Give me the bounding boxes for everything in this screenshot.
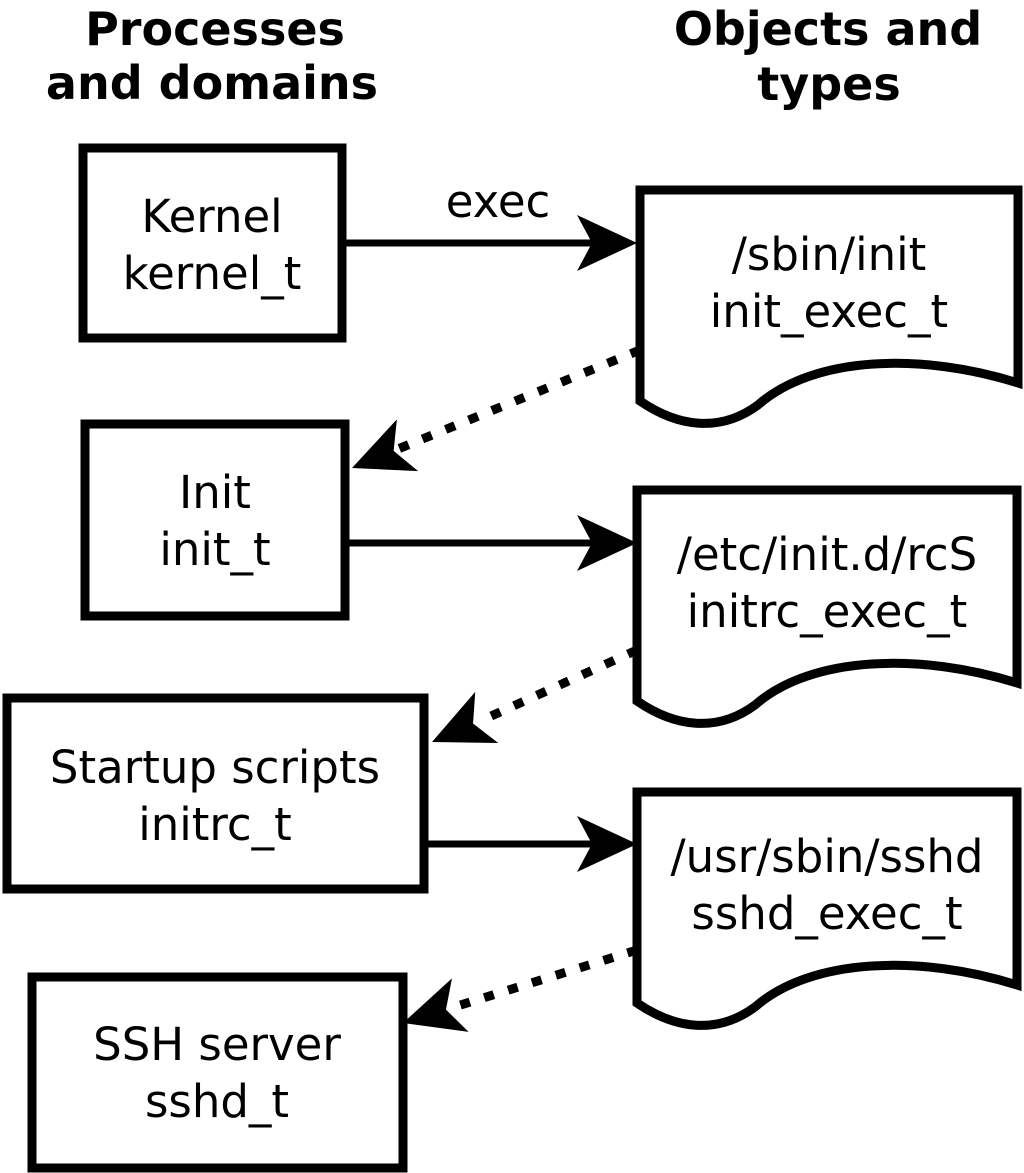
object-path: /sbin/init [732, 228, 927, 281]
arrowhead-icon [432, 691, 499, 743]
exec-arrow-label: exec [446, 175, 551, 228]
dotted-line [476, 645, 639, 727]
transition-arrow-rcS-to-initrc [432, 645, 639, 743]
process-node-init: Init init_t [80, 419, 350, 621]
process-domain-type: sshd_t [145, 1075, 289, 1128]
column-header-processes: Processes and domains [46, 2, 378, 110]
process-node-startup-scripts: Startup scripts initrc_t [2, 693, 429, 894]
process-name: Startup scripts [50, 741, 380, 794]
document-shape [635, 185, 1023, 428]
transition-arrow-sshd-exec-to-sshd [403, 945, 639, 1032]
process-node-ssh-server: SSH server sshd_t [27, 972, 408, 1173]
object-type: sshd_exec_t [691, 887, 962, 940]
process-box [78, 143, 347, 343]
column-header-objects-line1: Objects and [674, 2, 982, 56]
arrowhead-icon [352, 419, 419, 472]
arrowhead-icon [403, 978, 469, 1032]
process-box [27, 972, 408, 1173]
object-node-sbin-init: /sbin/init init_exec_t [635, 185, 1023, 428]
process-domain-type: init_t [159, 523, 270, 576]
document-shape [632, 787, 1022, 1030]
object-type: init_exec_t [710, 285, 948, 338]
process-domain-type: initrc_t [138, 798, 292, 851]
object-node-etc-initd-rcS: /etc/init.d/rcS initrc_exec_t [632, 485, 1022, 728]
exec-arrow-kernel-to-sbin-init: exec [342, 175, 637, 271]
arrowhead-icon [577, 816, 637, 872]
object-type: initrc_exec_t [687, 585, 968, 638]
process-name: Kernel [141, 190, 282, 243]
process-node-kernel: Kernel kernel_t [78, 143, 347, 343]
column-header-objects-line2: types [757, 57, 900, 111]
process-domain-type: kernel_t [123, 247, 302, 300]
column-header-objects: Objects and types [674, 2, 982, 111]
transition-arrow-sbin-init-to-init [352, 345, 642, 472]
process-box [80, 419, 350, 621]
object-path: /usr/sbin/sshd [671, 830, 984, 883]
exec-arrow-init-to-rcS [345, 515, 637, 571]
dotted-line [449, 945, 639, 1013]
dotted-line [396, 345, 642, 454]
process-name: Init [179, 466, 251, 519]
object-path: /etc/init.d/rcS [677, 528, 977, 581]
arrowhead-icon [577, 515, 637, 571]
exec-arrow-initrc-to-sshd [420, 816, 637, 872]
document-shape [632, 485, 1022, 728]
column-header-processes-line2: and domains [46, 56, 378, 110]
arrowhead-icon [577, 215, 637, 271]
object-node-usr-sbin-sshd: /usr/sbin/sshd sshd_exec_t [632, 787, 1022, 1030]
process-name: SSH server [93, 1018, 341, 1071]
column-header-processes-line1: Processes [85, 2, 345, 56]
process-box [2, 693, 429, 894]
